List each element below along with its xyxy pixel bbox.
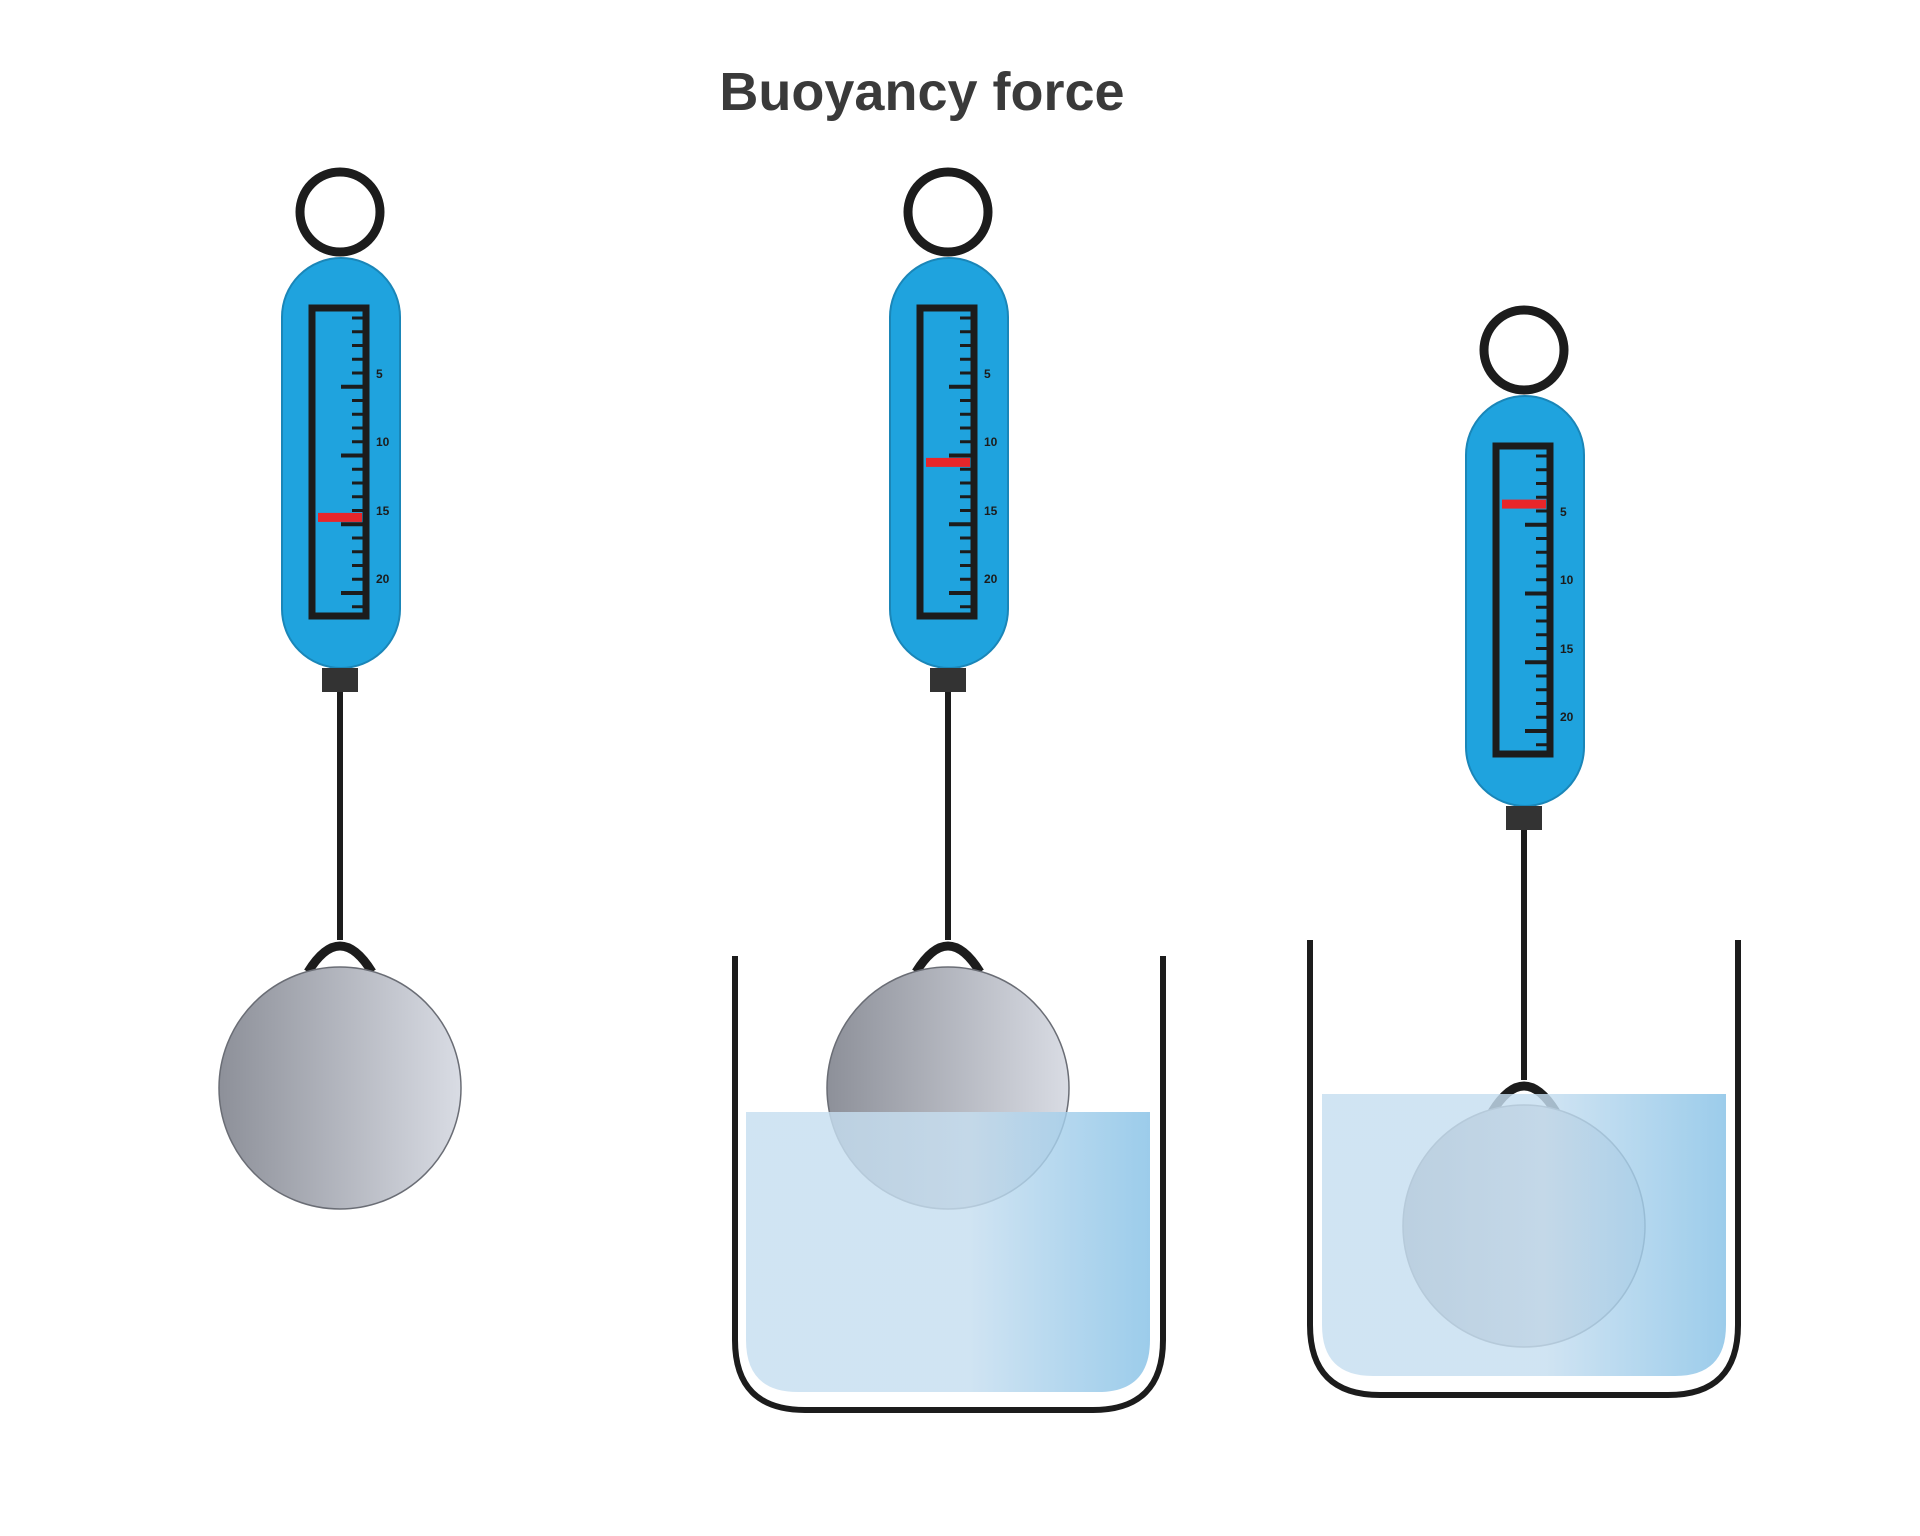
hanging-ring [903,167,993,257]
scale-hook-connector [322,668,358,692]
scale-label-10: 10 [1560,573,1574,587]
scale-label-20: 20 [376,572,390,586]
scale-label-5: 5 [984,367,991,381]
scale-pointer-red [926,457,970,467]
hanging-ring [295,167,385,257]
scale-ticks [341,316,363,609]
scale-pointer-red [1502,499,1546,509]
metal-ball [218,966,462,1210]
scale-ruler: 5 10 15 20 [308,304,390,620]
ball-hook-loop [304,941,376,975]
scale-label-15: 15 [984,504,998,518]
page-title: Buoyancy force [719,62,1124,122]
scale-window [308,304,370,620]
beaker [1307,940,1741,1398]
scale-ruler: 5 10 15 20 [1492,442,1574,758]
scale-label-20: 20 [984,572,998,586]
beaker-water [1322,1094,1726,1376]
scale-hook-connector [930,668,966,692]
beaker-water [746,1112,1150,1392]
scale-ruler: 5 10 15 20 [916,304,998,620]
scale-label-20: 20 [1560,710,1574,724]
scale-label-5: 5 [376,367,383,381]
scale-hook-connector [1506,806,1542,830]
scale-ticks [1525,454,1547,747]
scale-ticks [949,316,971,609]
scale-label-15: 15 [376,504,390,518]
scale-window [1492,442,1554,758]
scale-pointer-red [318,512,362,522]
scene-in-air: 5 10 15 20 [218,167,462,1210]
scale-label-5: 5 [1560,505,1567,519]
scale-label-10: 10 [984,435,998,449]
scene-partially-submerged: 5 10 15 20 [732,167,1166,1413]
scale-label-10: 10 [376,435,390,449]
beaker [732,956,1166,1413]
hanging-ring [1479,305,1569,395]
scale-label-15: 15 [1560,642,1574,656]
ball-hook-loop [912,941,984,975]
scene-fully-submerged: 5 10 15 20 [1307,305,1741,1398]
